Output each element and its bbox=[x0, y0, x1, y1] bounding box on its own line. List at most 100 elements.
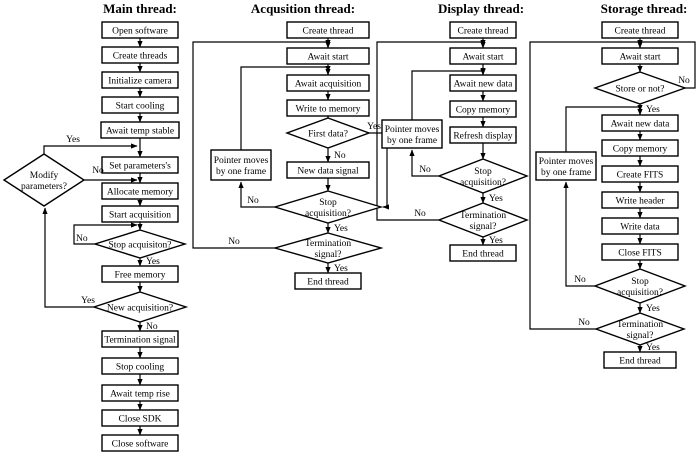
node-main-allocate-memory: Allocate memory bbox=[101, 182, 179, 200]
branch-label-stor-term-no: No bbox=[578, 318, 590, 328]
main-start-cooling-label: Start cooling bbox=[116, 101, 165, 111]
main-open-software-box bbox=[101, 21, 179, 39]
acq-pointer-moves-box bbox=[210, 149, 272, 181]
edge-disp-stop-no bbox=[409, 149, 439, 177]
disp-termination-signal-diamond bbox=[437, 202, 529, 238]
node-main-await-temp-rise: Await temp rise bbox=[101, 384, 179, 402]
branch-label-main-stop-no: No bbox=[76, 234, 88, 244]
branch-label-acq-stop-yes: Yes bbox=[334, 224, 348, 234]
main-free-memory-label: Free memory bbox=[115, 270, 166, 280]
main-await-temp-rise-box bbox=[101, 384, 179, 402]
main-initialize-camera-label: Initialize camera bbox=[108, 76, 172, 86]
main-set-parameters-box bbox=[101, 156, 179, 174]
disp-await-start-label: Await start bbox=[462, 52, 503, 62]
main-modify-parameters-diamond bbox=[2, 153, 86, 207]
node-stor-await-new-data: Await new data bbox=[601, 114, 679, 132]
disp-await-start-box bbox=[449, 47, 517, 65]
main-await-temp-rise-label: Await temp rise bbox=[110, 389, 170, 399]
branch-label-stor-term-yes: Yes bbox=[646, 343, 660, 353]
edge-main-modify-yes-loop bbox=[43, 143, 138, 154]
node-main-termination-signal: Termination signal bbox=[101, 330, 179, 348]
branch-label-acq-first-no: No bbox=[334, 151, 346, 161]
main-modify-parameters-label: parameters? bbox=[21, 182, 67, 192]
stor-copy-memory-label: Copy memory bbox=[613, 144, 668, 154]
stor-await-new-data-box bbox=[601, 114, 679, 132]
disp-stop-acquisition-label: Stop bbox=[474, 167, 492, 177]
main-close-software-label: Close software bbox=[112, 438, 169, 449]
node-main-await-temp-stable: Await temp stable bbox=[100, 121, 180, 139]
stor-pointer-moves-label: by one frame bbox=[541, 167, 591, 178]
edge-main-stop-no-loop bbox=[73, 222, 138, 245]
node-disp-refresh-display: Refresh display bbox=[449, 126, 517, 144]
edge-main-newacq-yes-loop bbox=[42, 207, 94, 308]
main-open-software-label: Open software bbox=[112, 25, 168, 36]
disp-await-new-data-label: Await new data bbox=[454, 79, 514, 89]
branch-label-disp-term-yes: Yes bbox=[489, 236, 503, 246]
node-main-start-cooling: Start cooling bbox=[101, 96, 179, 114]
edge-stor-stop-no bbox=[563, 181, 595, 287]
main-new-acquisition-diamond bbox=[91, 291, 189, 323]
disp-pointer-moves-label: by one frame bbox=[387, 135, 437, 146]
branch-label-acq-term-no: No bbox=[228, 237, 240, 247]
stor-stop-acquisition-diamond bbox=[593, 268, 687, 304]
node-acq-first-data: First data? bbox=[284, 117, 372, 149]
disp-stop-acquisition-diamond bbox=[437, 158, 529, 194]
titles-layer: Main thread:Acqusition thread:Display th… bbox=[103, 1, 687, 16]
main-new-acquisition-label: New acquisition? bbox=[107, 303, 173, 313]
stor-await-start-box bbox=[601, 47, 679, 65]
node-stor-end-thread: End thread bbox=[603, 351, 677, 369]
acq-pointer-moves-label: Pointer moves bbox=[214, 156, 269, 166]
stor-copy-memory-box bbox=[601, 139, 679, 157]
edge-acq-stop-no bbox=[238, 181, 275, 208]
acq-first-data-diamond bbox=[284, 117, 372, 149]
acq-stop-acquisition-label: Stop bbox=[319, 198, 337, 208]
branch-label-acq-first-yes: Yes bbox=[367, 122, 381, 132]
acq-first-data-label: First data? bbox=[308, 129, 348, 139]
disp-copy-memory-box bbox=[449, 100, 517, 118]
branch-label-main-newacq-no: No bbox=[146, 322, 158, 332]
node-disp-await-new-data: Await new data bbox=[449, 74, 517, 92]
acq-await-start-box bbox=[286, 47, 370, 65]
node-disp-create-thread: Create thread bbox=[449, 21, 517, 39]
node-stor-write-header: Write header bbox=[601, 191, 679, 209]
edge-acq-firstdata-yes bbox=[369, 132, 389, 210]
stor-create-fits-box bbox=[601, 165, 679, 183]
main-termination-signal-label: Termination signal bbox=[104, 335, 176, 345]
disp-create-thread-box bbox=[449, 21, 517, 39]
node-acq-create-thread: Create thread bbox=[286, 21, 370, 39]
node-stor-store-or-not: Store or not? bbox=[592, 71, 688, 105]
acq-new-data-signal-label: New data signal bbox=[297, 166, 359, 176]
node-disp-copy-memory: Copy memory bbox=[449, 100, 517, 118]
branch-label-acq-stop-no: No bbox=[247, 196, 259, 206]
edge-acq-pointer-out bbox=[240, 66, 331, 150]
edge-disp-pointer-out bbox=[411, 68, 486, 120]
main-termination-signal-box bbox=[101, 330, 179, 348]
branch-label-main-modify-no: No bbox=[92, 166, 104, 176]
stor-create-thread-box bbox=[601, 21, 679, 39]
stor-store-or-not-diamond bbox=[592, 71, 688, 105]
acq-stop-acquisition-diamond bbox=[272, 190, 384, 224]
stor-close-fits-box bbox=[601, 243, 679, 261]
acq-await-acquisition-box bbox=[286, 74, 370, 92]
node-acq-new-data-signal: New data signal bbox=[286, 161, 370, 179]
node-main-create-threads: Create threads bbox=[101, 46, 179, 64]
branch-label-stor-stop-yes: Yes bbox=[646, 304, 660, 314]
edge-disp-term-no-loop bbox=[376, 40, 486, 221]
node-acq-await-start: Await start bbox=[286, 47, 370, 65]
stor-stop-acquisition-label: Stop bbox=[631, 277, 649, 287]
disp-await-new-data-box bbox=[449, 74, 517, 92]
node-stor-close-fits: Close FITS bbox=[601, 243, 679, 261]
main-allocate-memory-box bbox=[101, 182, 179, 200]
node-main-free-memory: Free memory bbox=[101, 265, 179, 283]
stor-termination-signal-label: Termination bbox=[617, 320, 664, 330]
node-main-new-acquisition: New acquisition? bbox=[91, 291, 189, 323]
